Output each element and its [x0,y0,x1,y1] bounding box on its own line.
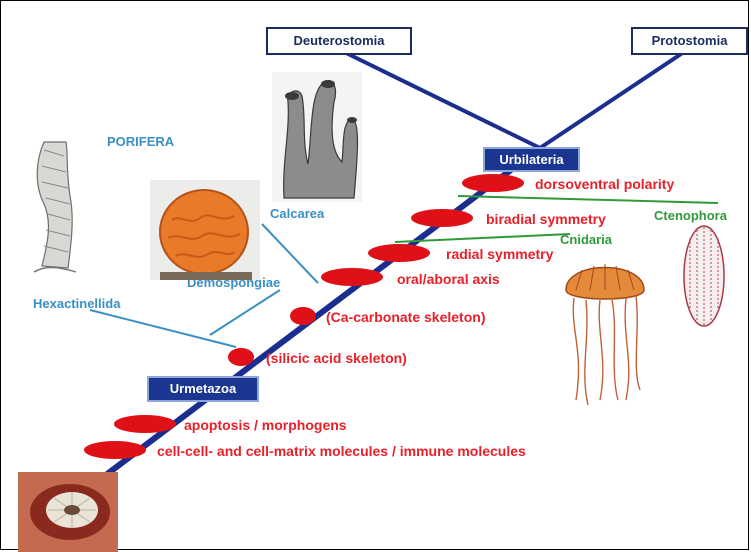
trait-biradial-symmetry: biradial symmetry [486,211,606,227]
marker-radial [368,244,430,262]
branch-demospongiae [210,290,280,335]
marker-dorsoventral [462,174,524,192]
branch-protostomia [540,50,687,148]
protostomia-box: Protostomia [631,27,748,55]
trait-dorsoventral-polarity: dorsoventral polarity [535,176,674,192]
hexactinellida-label: Hexactinellida [33,296,120,311]
ctenophora-label: Ctenophora [654,208,727,223]
demosponge-illustration [150,180,260,290]
trait-cell-cell-molecules: cell-cell- and cell-matrix molecules / i… [157,443,526,459]
calcareous-sponge-illustration [272,72,362,202]
branch-hexactinellida [90,310,236,347]
marker-apoptosis [114,415,176,433]
cnidaria-label: Cnidaria [560,232,612,247]
deuterostomia-box: Deuterostomia [266,27,412,55]
trait-silicic-acid-skeleton: (silicic acid skeleton) [266,350,407,366]
trait-oral-aboral-axis: oral/aboral axis [397,271,500,287]
ctenophore-illustration [680,222,730,332]
trait-radial-symmetry: radial symmetry [446,246,553,262]
trait-ca-carbonate-skeleton: (Ca-carbonate skeleton) [326,309,485,325]
porifera-label: PORIFERA [107,134,174,149]
marker-biradial [411,209,473,227]
branch-ctenophora [458,196,718,203]
marker-ca-carbonate [290,307,316,325]
calcarea-label: Calcarea [270,206,324,221]
cnidarian-coral-illustration [18,472,118,552]
trait-apoptosis-morphogens: apoptosis / morphogens [184,417,347,433]
urmetazoa-box: Urmetazoa [147,376,259,402]
marker-oral-aboral [321,268,383,286]
jellyfish-illustration [560,250,650,410]
marker-silicic [228,348,254,366]
marker-cell-cell [84,441,146,459]
hexactinellid-sponge-illustration [30,140,90,290]
branch-deuterostomia [340,50,540,148]
urbilateria-box: Urbilateria [483,147,580,172]
